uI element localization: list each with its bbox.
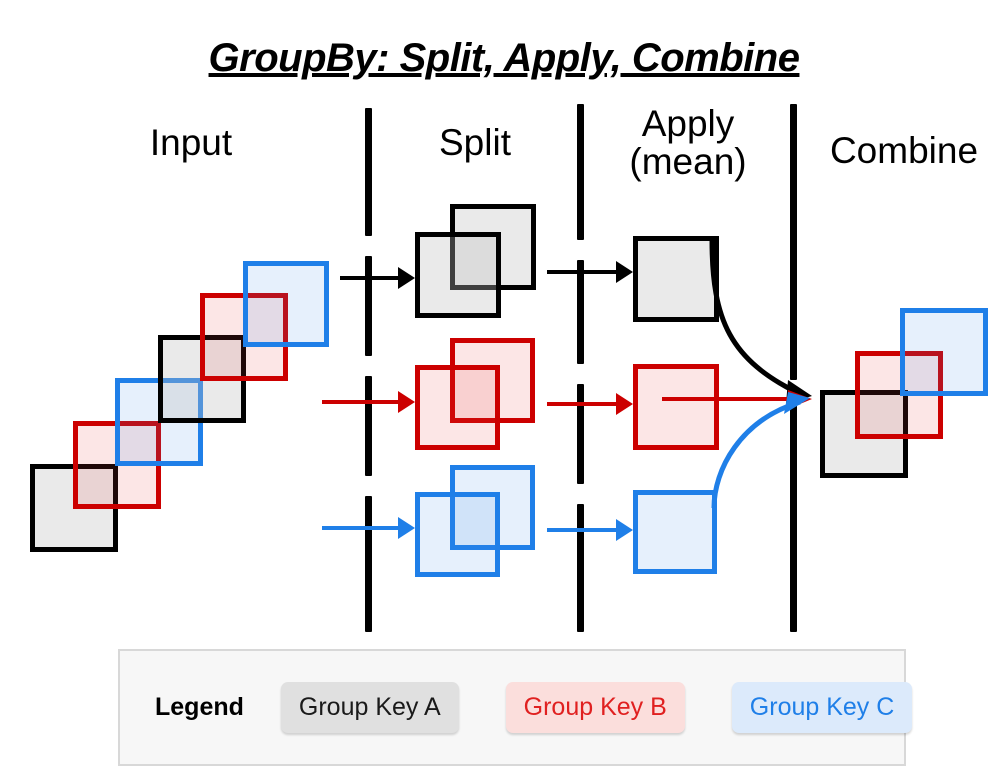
- split-group-a-record-1: [450, 204, 536, 290]
- combine-result-b: [855, 351, 943, 439]
- arrow-apply-to-combine-c: [711, 399, 801, 509]
- apply-result-c: [633, 490, 717, 574]
- column-header-input: Input: [149, 122, 233, 163]
- arrowhead-combine-c: [784, 392, 810, 414]
- legend-title: Legend: [155, 693, 244, 721]
- split-group-b-record-1: [450, 338, 535, 423]
- column-header-split: Split: [439, 122, 511, 163]
- arrow-apply-to-combine-a: [709, 239, 802, 397]
- combine-result-c: [900, 308, 988, 396]
- split-group-c-record-1: [450, 465, 535, 550]
- apply-result-a: [633, 236, 719, 322]
- column-divider-combine: [790, 104, 797, 632]
- split-group-c-record-2: [415, 492, 500, 577]
- split-group-a-record-2: [415, 232, 501, 318]
- legend-chip-group-key-b[interactable]: Group Key B: [505, 682, 685, 733]
- legend-chip-group-key-c[interactable]: Group Key C: [731, 682, 913, 733]
- column-header-apply: Apply (mean): [629, 103, 747, 182]
- column-header-combine: Combine: [829, 130, 979, 171]
- legend-chip-group-key-a[interactable]: Group Key A: [280, 682, 459, 733]
- page-title: GroupBy: Split, Apply, Combine: [208, 36, 800, 80]
- legend: Legend Group Key A Group Key B Group Key…: [118, 649, 913, 766]
- column-divider-apply: [577, 104, 584, 632]
- apply-result-b: [633, 364, 719, 450]
- input-record-c2: [243, 261, 329, 347]
- split-group-b-record-2: [415, 365, 500, 450]
- column-divider-split: [365, 108, 372, 632]
